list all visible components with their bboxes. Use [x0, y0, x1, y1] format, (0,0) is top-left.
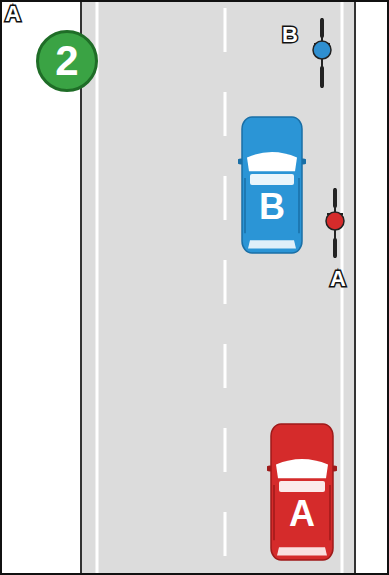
- car-shape: [238, 116, 306, 254]
- kerb-line: [354, 0, 356, 575]
- cyclist-symbol: [326, 188, 344, 258]
- corner-label: A: [5, 3, 21, 25]
- car-label: B: [259, 189, 285, 225]
- cyclist-label: A: [330, 268, 346, 290]
- cyclist-symbol: [313, 18, 331, 88]
- centre-line: [224, 8, 227, 575]
- car-a: A: [267, 423, 337, 561]
- car-label: A: [289, 496, 315, 532]
- step-number: 2: [55, 40, 78, 82]
- edge-line: [96, 0, 99, 575]
- car-shape: [267, 423, 337, 561]
- cyclist-label: B: [282, 24, 298, 46]
- step-badge: 2: [36, 30, 98, 92]
- road-surface: [82, 0, 354, 575]
- car-b: B: [238, 116, 306, 254]
